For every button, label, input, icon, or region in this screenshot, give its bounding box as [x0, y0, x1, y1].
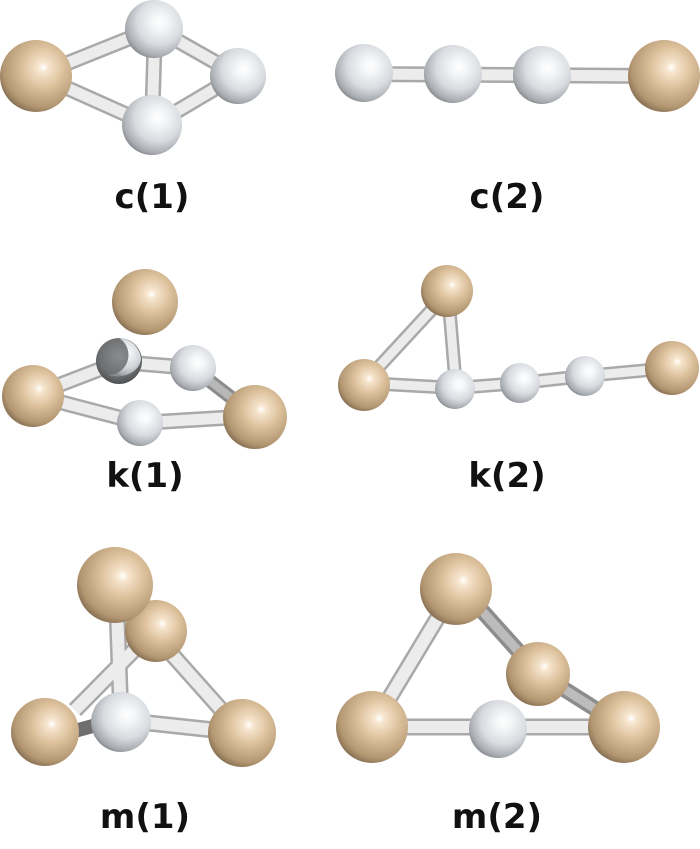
- light-atom: [424, 45, 482, 103]
- heavy-atom: [421, 265, 473, 317]
- light-atom: [513, 46, 571, 104]
- light-atom: [469, 700, 527, 758]
- light-atom: [435, 369, 475, 409]
- k2-structure: [338, 265, 699, 411]
- heavy-atom: [0, 40, 72, 112]
- label-k1: k(1): [106, 456, 184, 496]
- label-k2: k(2): [468, 456, 546, 496]
- light-atom: [335, 44, 393, 102]
- c1-structure: [0, 0, 266, 155]
- light-atom: [500, 363, 540, 403]
- heavy-atom: [223, 385, 287, 449]
- light-atom: [117, 400, 163, 446]
- heavy-atom: [588, 691, 660, 763]
- k1-structure: [2, 269, 287, 449]
- heavy-atom: [2, 365, 64, 427]
- label-c1: c(1): [114, 177, 190, 217]
- heavy-atom: [125, 600, 187, 662]
- heavy-atom: [208, 699, 276, 767]
- c2-structure: [335, 40, 700, 112]
- m1-structure: [11, 547, 276, 767]
- light-atom: [125, 0, 183, 58]
- heavy-atom: [112, 269, 178, 335]
- label-m2: m(2): [451, 797, 543, 837]
- label-c2: c(2): [469, 177, 545, 217]
- heavy-atom: [77, 547, 153, 623]
- heavy-atom: [338, 359, 390, 411]
- light-atom: [122, 95, 182, 155]
- light-atom: [565, 356, 605, 396]
- light-atom: [170, 345, 216, 391]
- heavy-atom: [628, 40, 700, 112]
- heavy-atom: [506, 642, 570, 706]
- m2-structure: [336, 553, 660, 763]
- heavy-atom: [336, 691, 408, 763]
- heavy-atom: [645, 341, 699, 395]
- label-m1: m(1): [99, 797, 191, 837]
- heavy-atom: [420, 553, 492, 625]
- light-atom: [91, 692, 151, 752]
- heavy-atom: [11, 698, 79, 766]
- light-atom: [210, 48, 266, 104]
